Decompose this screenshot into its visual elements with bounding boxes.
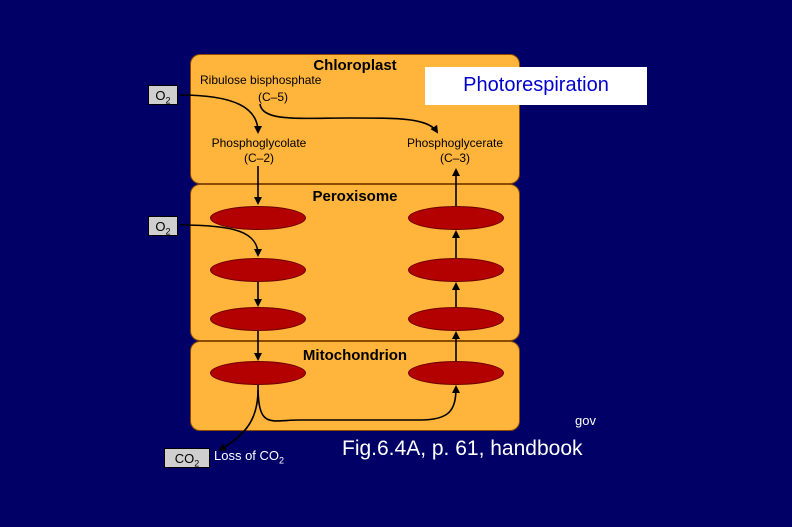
mitochondrion-title: Mitochondrion — [302, 347, 408, 364]
enzyme-oval-peroxisome-right-1 — [408, 206, 504, 230]
o2-input-box-middle: O2 — [148, 216, 178, 237]
phosphoglycolate-carbons: (C–2) — [243, 151, 274, 165]
co2-label: CO — [174, 451, 195, 466]
watermark-text: gov — [575, 413, 596, 428]
o2-to-phosphoglycolate-arrow — [179, 94, 262, 134]
figure-caption: Fig.6.4A, p. 61, handbook — [342, 437, 583, 460]
mito-left-to-right-arrow — [257, 384, 460, 422]
enzyme-oval-peroxisome-left-1 — [210, 206, 306, 230]
o2-to-peroxisome-arrow — [179, 224, 262, 257]
enzyme-oval-peroxisome-left-3 — [210, 307, 306, 331]
ribulose-bisphosphate-label: Ribulose bisphosphate — [200, 73, 321, 88]
phosphoglycolate-label: Phosphoglycolate (C–2) — [198, 136, 320, 166]
diagram-title: Photorespiration — [425, 67, 647, 105]
enzyme-oval-peroxisome-right-2 — [408, 258, 504, 282]
co2-subscript: 2 — [194, 458, 200, 469]
loss-of-co2-label: Loss of CO2 — [214, 448, 284, 466]
phosphoglycerate-name: Phosphoglycerate — [406, 136, 504, 150]
loss-text: Loss of CO — [214, 448, 280, 463]
o2-subscript: 2 — [165, 226, 171, 237]
o2-input-box-top: O2 — [148, 85, 178, 106]
enzyme-oval-peroxisome-left-2 — [210, 258, 306, 282]
mitochondrion-compartment: Mitochondrion — [190, 341, 520, 431]
phosphoglycolate-name: Phosphoglycolate — [211, 136, 307, 150]
ribulose-name: Ribulose bisphosphate — [200, 73, 322, 87]
enzyme-oval-peroxisome-right-3 — [408, 307, 504, 331]
phosphoglycerate-label: Phosphoglycerate (C–3) — [393, 136, 517, 166]
ribulose-to-phosphoglycerate-arrow — [259, 103, 439, 134]
o2-label: O — [155, 219, 166, 234]
enzyme-oval-mitochondrion-left — [210, 361, 306, 385]
phosphoglycerate-carbons: (C–3) — [439, 151, 470, 165]
ribulose-carbons-label: (C–5) — [258, 90, 289, 104]
co2-loss-arrow — [218, 389, 259, 452]
chloroplast-title: Chloroplast — [313, 57, 397, 74]
co2-output-box: CO2 — [164, 448, 210, 469]
peroxisome-title: Peroxisome — [312, 188, 398, 205]
o2-label: O — [155, 88, 166, 103]
enzyme-oval-mitochondrion-right — [408, 361, 504, 385]
loss-subscript: 2 — [279, 455, 285, 466]
o2-subscript: 2 — [165, 95, 171, 106]
